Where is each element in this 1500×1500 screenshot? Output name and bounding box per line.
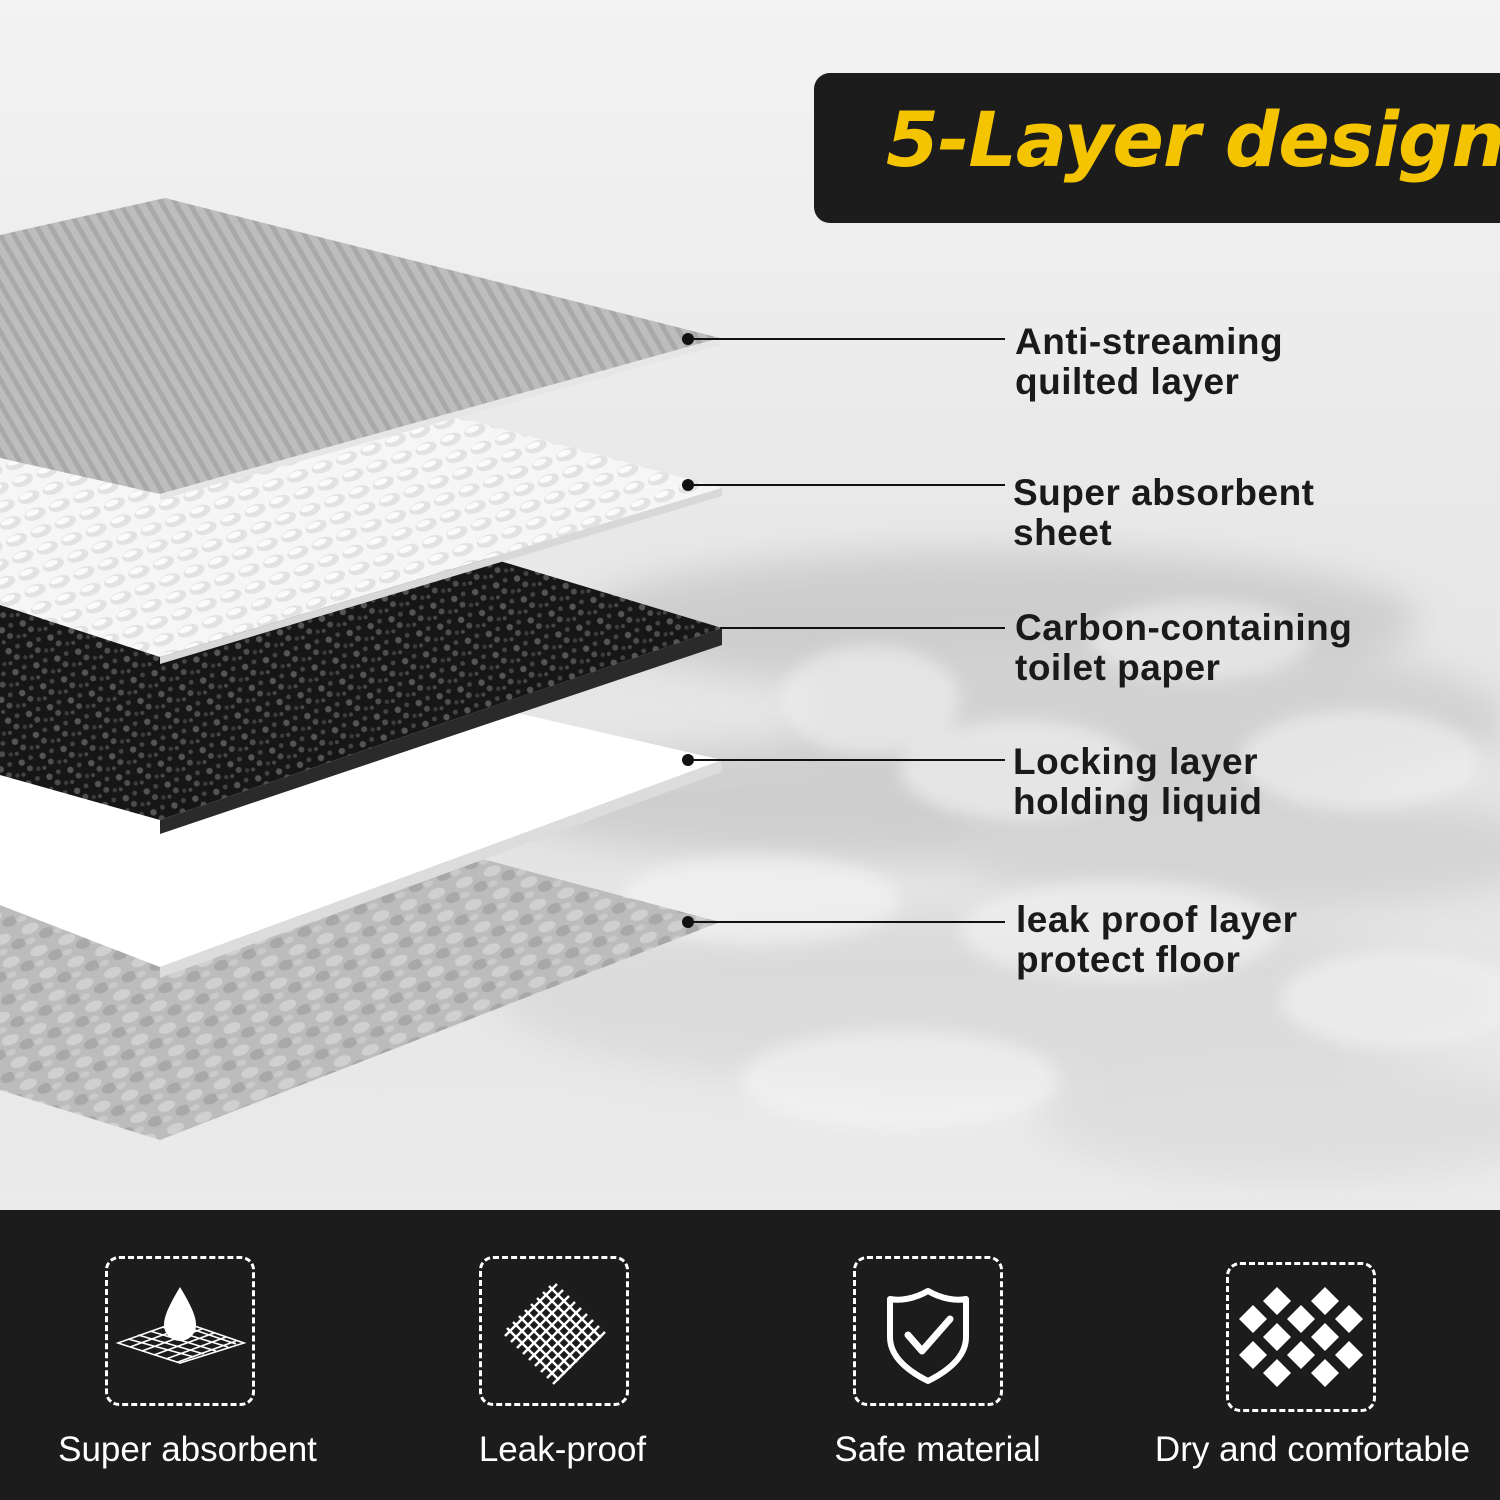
layer-label-line1: Super absorbent — [1013, 472, 1315, 513]
layer-label-line1: Locking layer — [1013, 741, 1259, 782]
feature-dry-comfortable: Dry and comfortable — [1125, 1210, 1500, 1500]
layer-label-line2: protect floor — [1016, 939, 1241, 980]
feature-label: Leak-proof — [478, 1430, 647, 1469]
layer-label-line2: quilted layer — [1015, 361, 1240, 402]
title-banner: 5-Layer design — [814, 73, 1500, 223]
callout-lines — [688, 338, 1005, 923]
layer-label-line2: holding liquid — [1013, 781, 1263, 822]
feature-label: Safe material — [834, 1430, 1041, 1469]
mesh-grid-icon — [479, 1256, 629, 1406]
water-drop-on-fabric-icon — [105, 1256, 255, 1406]
layer-label-1: Anti-streaming quilted layer — [1015, 322, 1283, 402]
quilted-layer — [0, 198, 720, 494]
layer-label-line2: toilet paper — [1015, 647, 1221, 688]
layer-label-3: Carbon-containing toilet paper — [1015, 608, 1352, 688]
layer-label-line1: Anti-streaming — [1015, 321, 1284, 362]
feature-super-absorbent: Super absorbent — [0, 1210, 375, 1500]
layer-label-line2: sheet — [1013, 512, 1113, 553]
feature-leak-proof: Leak-proof — [375, 1210, 750, 1500]
fluffy-background — [500, 550, 1500, 1180]
layer-label-2: Super absorbent sheet — [1013, 473, 1315, 553]
hero-image: 5-Layer design Anti-streaming quilted la… — [0, 0, 1500, 1210]
callout-dots — [682, 333, 694, 928]
feature-bar: Super absorbent — [0, 1210, 1500, 1500]
layer-stack — [0, 198, 1005, 1140]
feature-label: Super absorbent — [58, 1430, 317, 1469]
page-title: 5-Layer design — [886, 95, 1500, 184]
feature-safe-material: Safe material — [750, 1210, 1125, 1500]
feature-label: Dry and comfortable — [1154, 1430, 1471, 1469]
layer-label-5: leak proof layer protect floor — [1016, 900, 1298, 980]
diamond-pattern-icon — [1226, 1262, 1376, 1412]
layer-label-line1: leak proof layer — [1016, 899, 1298, 940]
shield-check-icon — [853, 1256, 1003, 1406]
layer-label-line1: Carbon-containing — [1015, 607, 1353, 648]
layer-label-4: Locking layer holding liquid — [1013, 742, 1263, 822]
